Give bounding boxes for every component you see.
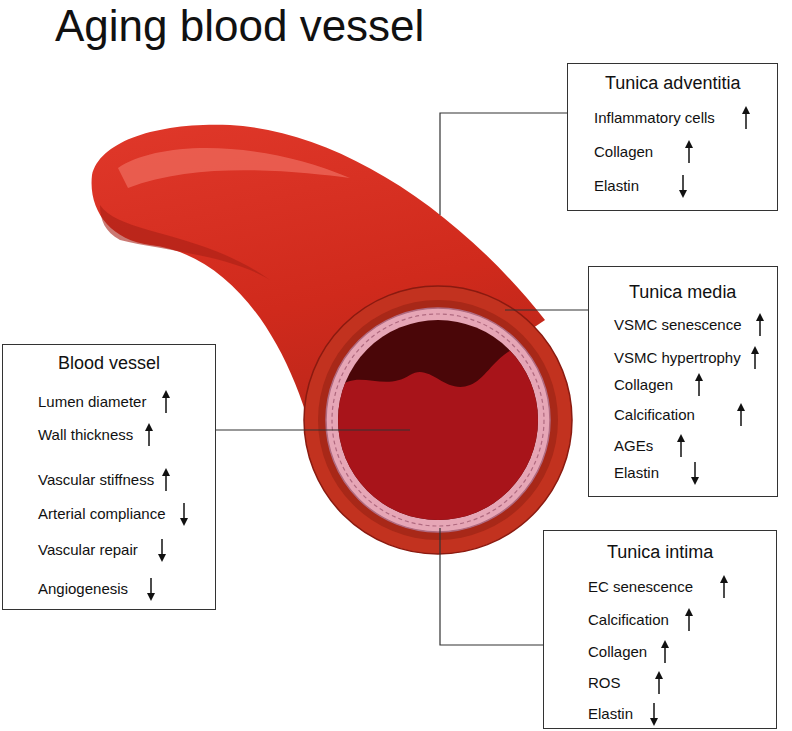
increase-arrow bbox=[659, 639, 671, 665]
arrow-shaft bbox=[161, 539, 163, 556]
arrow-shaft bbox=[740, 409, 742, 426]
arrow-head bbox=[661, 640, 669, 648]
diagram-title: Aging blood vessel bbox=[55, 0, 424, 52]
tube-highlight bbox=[118, 148, 350, 188]
arrow-shaft bbox=[682, 175, 684, 192]
leader-line bbox=[505, 309, 588, 310]
increase-arrow bbox=[683, 139, 695, 165]
text-box: Tunica mediaVSMC senescenceVSMC hypertro… bbox=[588, 266, 778, 497]
arrow-head bbox=[162, 390, 170, 398]
increase-arrow bbox=[754, 312, 766, 338]
increase-arrow bbox=[749, 345, 761, 371]
list-item: Collagen bbox=[594, 143, 653, 161]
arrow-head bbox=[685, 608, 693, 616]
arrow-head bbox=[691, 477, 699, 485]
list-item: Elastin bbox=[594, 177, 639, 195]
decrease-arrow bbox=[156, 537, 168, 563]
list-item: Elastin bbox=[588, 705, 633, 723]
text-box: Tunica adventitiaInflammatory cellsColla… bbox=[567, 63, 778, 211]
list-item: VSMC senescence bbox=[614, 316, 742, 334]
increase-arrow bbox=[735, 402, 747, 428]
arrow-head bbox=[737, 403, 745, 411]
list-item: Elastin bbox=[614, 464, 659, 482]
arrow-shaft bbox=[653, 703, 655, 720]
arrow-shaft bbox=[183, 503, 185, 520]
arrow-head bbox=[742, 106, 750, 114]
arrow-head bbox=[162, 468, 170, 476]
arrow-shaft bbox=[694, 462, 696, 479]
box-heading: Tunica intima bbox=[607, 541, 713, 563]
decrease-arrow bbox=[689, 460, 701, 486]
tube-shadow bbox=[100, 205, 270, 280]
arrow-head bbox=[180, 518, 188, 526]
increase-arrow bbox=[683, 607, 695, 633]
adventitia-ring bbox=[304, 286, 572, 554]
arrow-head bbox=[720, 575, 728, 583]
list-item: Collagen bbox=[588, 643, 647, 661]
list-item: Vascular repair bbox=[38, 541, 138, 559]
box-heading: Tunica adventitia bbox=[605, 72, 740, 94]
arrow-shaft bbox=[688, 146, 690, 163]
list-item: Angiogenesis bbox=[38, 580, 128, 598]
list-item: Wall thickness bbox=[38, 426, 133, 444]
arrow-shaft bbox=[723, 581, 725, 598]
leader-line bbox=[440, 528, 543, 645]
text-box: Blood vesselLumen diameterWall thickness… bbox=[2, 344, 216, 610]
increase-arrow bbox=[160, 389, 172, 415]
blood bbox=[330, 345, 545, 540]
arrow-shaft bbox=[745, 112, 747, 129]
text-box: Tunica intima EC senescenceCalcificationC… bbox=[543, 530, 777, 729]
arrow-shaft bbox=[148, 429, 150, 446]
list-item: EC senescence bbox=[588, 578, 693, 596]
increase-arrow bbox=[740, 105, 752, 131]
box-heading: Tunica media bbox=[629, 281, 736, 303]
arrow-shaft bbox=[165, 396, 167, 413]
arrow-shaft bbox=[150, 578, 152, 595]
list-item: Collagen bbox=[614, 376, 673, 394]
list-item: Lumen diameter bbox=[38, 393, 146, 411]
media-ring bbox=[318, 300, 558, 540]
arrow-shaft bbox=[680, 440, 682, 457]
arrow-head bbox=[145, 423, 153, 431]
increase-arrow bbox=[693, 372, 705, 398]
arrow-head bbox=[147, 593, 155, 601]
leader-line bbox=[216, 429, 410, 430]
list-item: AGEs bbox=[614, 437, 653, 455]
list-item: VSMC hypertrophy bbox=[614, 349, 741, 367]
leader-line bbox=[440, 113, 567, 215]
decrease-arrow bbox=[648, 701, 660, 727]
arrow-shaft bbox=[688, 614, 690, 631]
list-item: Vascular stiffness bbox=[38, 471, 154, 489]
decrease-arrow bbox=[677, 173, 689, 199]
list-item: Calcification bbox=[588, 611, 669, 629]
arrow-shaft bbox=[759, 319, 761, 336]
increase-arrow bbox=[675, 433, 687, 459]
arrow-shaft bbox=[664, 646, 666, 663]
arrow-shaft bbox=[165, 474, 167, 491]
arrow-shaft bbox=[658, 677, 660, 694]
box-heading: Blood vessel bbox=[58, 352, 160, 374]
increase-arrow bbox=[718, 574, 730, 600]
arrow-head bbox=[158, 554, 166, 562]
arrow-head bbox=[685, 140, 693, 148]
increase-arrow bbox=[160, 467, 172, 493]
list-item: Inflammatory cells bbox=[594, 109, 715, 127]
arrow-head bbox=[677, 434, 685, 442]
arrow-head bbox=[756, 313, 764, 321]
list-item: ROS bbox=[588, 674, 621, 692]
increase-arrow bbox=[653, 670, 665, 696]
arrow-shaft bbox=[754, 352, 756, 369]
leader-lines bbox=[216, 113, 588, 645]
increase-arrow bbox=[143, 422, 155, 448]
list-item: Calcification bbox=[614, 406, 695, 424]
arrow-shaft bbox=[698, 379, 700, 396]
arrow-head bbox=[679, 190, 687, 198]
arrow-head bbox=[695, 373, 703, 381]
list-item: Arterial compliance bbox=[38, 505, 166, 523]
arrow-head bbox=[650, 718, 658, 726]
decrease-arrow bbox=[145, 576, 157, 602]
arrow-head bbox=[655, 671, 663, 679]
decrease-arrow bbox=[178, 501, 190, 527]
arrow-head bbox=[751, 346, 759, 354]
